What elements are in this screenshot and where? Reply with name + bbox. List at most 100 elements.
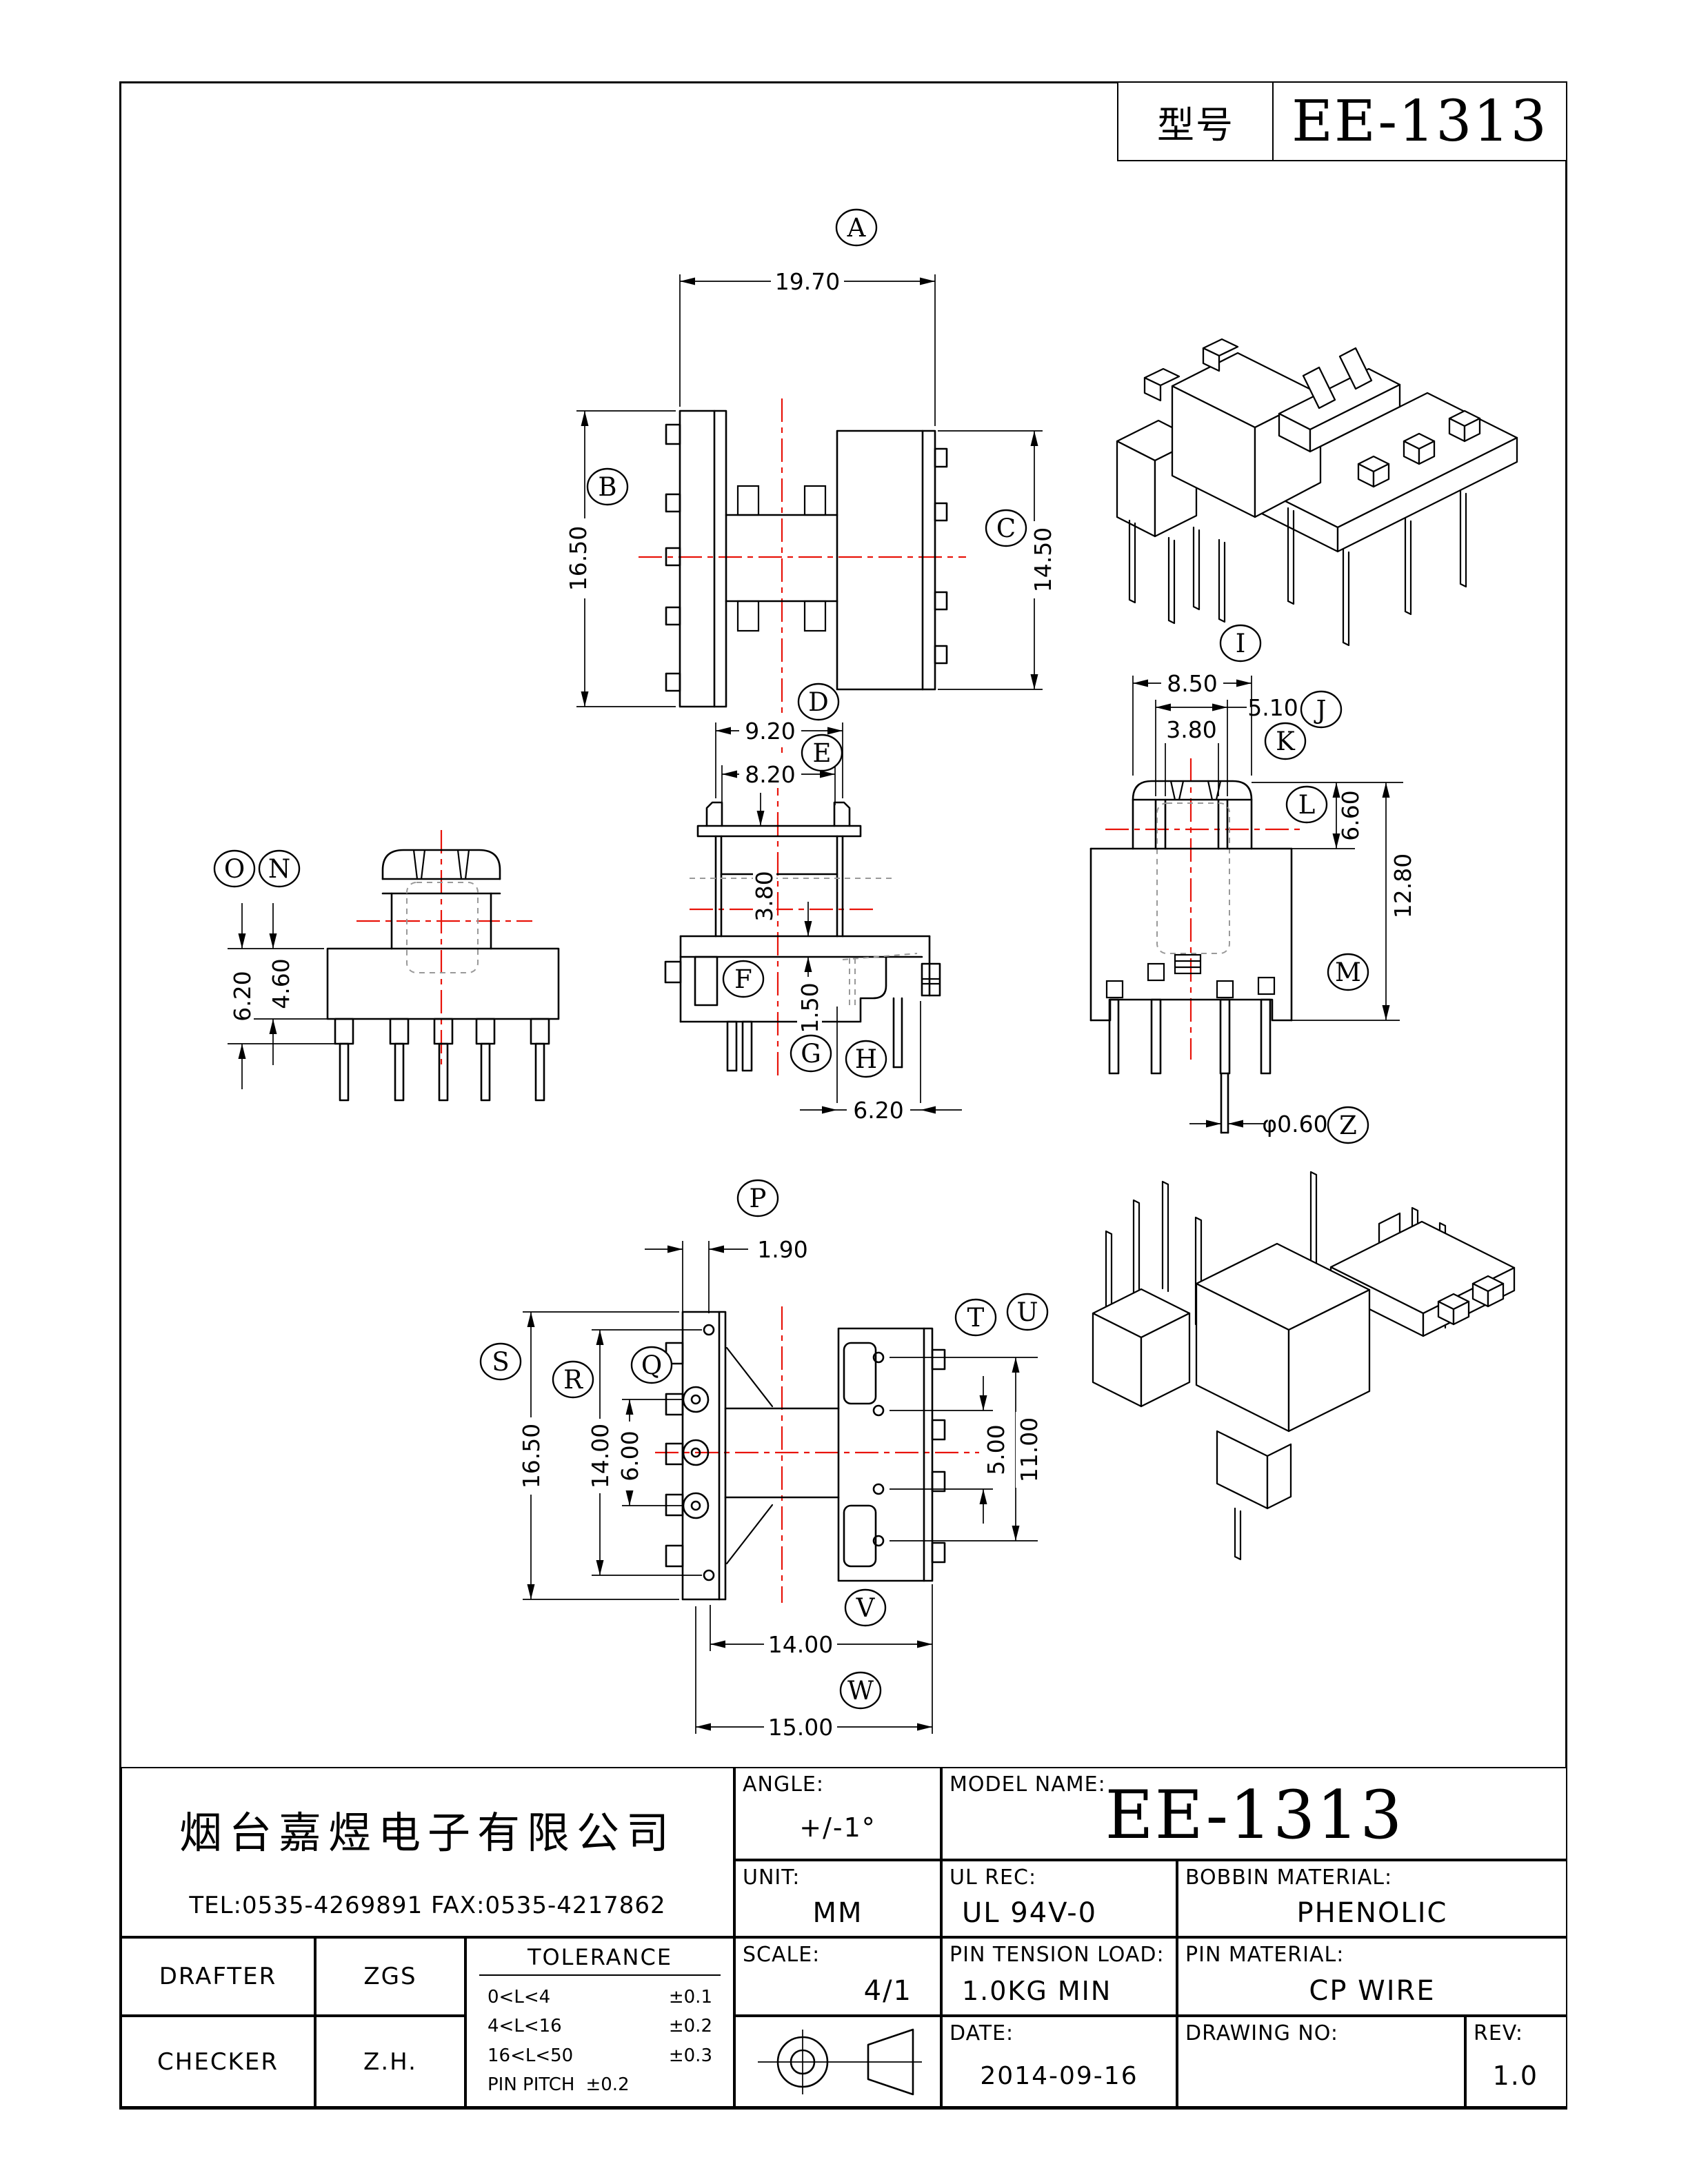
bobbin-material-label: BOBBIN MATERIAL: bbox=[1185, 1866, 1393, 1890]
dim-bottom-right-inner: 5.00 bbox=[983, 1424, 1009, 1475]
tolerance-range: 0<L<4 bbox=[488, 1987, 551, 2008]
drawing-no-cell: DRAWING NO: bbox=[1177, 2016, 1465, 2107]
svg-text:M: M bbox=[1335, 958, 1361, 987]
model-name-label: MODEL NAME: bbox=[950, 1772, 1106, 1797]
balloon-k: K bbox=[1264, 722, 1307, 760]
svg-text:T: T bbox=[967, 1303, 985, 1333]
balloon-r: R bbox=[552, 1360, 594, 1399]
svg-text:K: K bbox=[1276, 727, 1296, 756]
dim-bottom-pitch: 6.00 bbox=[616, 1430, 643, 1481]
left-view: 6.20 4.60 O N bbox=[213, 830, 560, 1102]
angle-cell: ANGLE: +/-1° bbox=[734, 1767, 941, 1860]
bobbin-material-value: PHENOLIC bbox=[1296, 1897, 1448, 1929]
svg-text:G: G bbox=[801, 1039, 821, 1069]
company-cell: 烟台嘉煜电子有限公司 TEL:0535-4269891 FAX:0535-421… bbox=[121, 1767, 734, 1937]
balloon-a: A bbox=[835, 208, 878, 247]
balloon-l: L bbox=[1285, 785, 1328, 824]
svg-text:A: A bbox=[847, 213, 867, 243]
dim-top-height-right: 14.50 bbox=[1029, 527, 1056, 592]
drafter-cell: DRAFTER bbox=[121, 1937, 315, 2016]
svg-text:E: E bbox=[812, 738, 831, 768]
checker-value-cell: Z.H. bbox=[315, 2016, 465, 2107]
date-value: 2014-09-16 bbox=[980, 2061, 1138, 2090]
svg-text:D: D bbox=[808, 687, 829, 717]
balloon-t: T bbox=[954, 1298, 997, 1337]
ul-rec-label: UL REC: bbox=[950, 1866, 1037, 1890]
tolerance-row: 0<L<4 ±0.1 bbox=[488, 1987, 712, 2008]
tolerance-range: 16<L<50 bbox=[488, 2045, 574, 2066]
drafter-label: DRAFTER bbox=[159, 1963, 277, 1990]
svg-text:Q: Q bbox=[641, 1351, 662, 1380]
scale-cell: SCALE: 4/1 bbox=[734, 1937, 941, 2016]
svg-text:F: F bbox=[734, 964, 752, 994]
balloon-p: P bbox=[736, 1179, 779, 1217]
tolerance-row: 4<L<16 ±0.2 bbox=[488, 2016, 712, 2036]
dim-side-outer: 8.50 bbox=[1167, 670, 1217, 697]
balloon-d: D bbox=[797, 682, 840, 721]
dim-front-inner: 8.20 bbox=[745, 761, 795, 788]
drafter-value-cell: ZGS bbox=[315, 1937, 465, 2016]
balloon-f: F bbox=[722, 960, 765, 998]
checker-label: CHECKER bbox=[157, 2048, 279, 2076]
balloon-o: O bbox=[213, 849, 256, 888]
svg-text:H: H bbox=[855, 1044, 877, 1074]
dim-front-web: 3.80 bbox=[751, 871, 778, 921]
unit-cell: UNIT: MM bbox=[734, 1860, 941, 1937]
svg-text:N: N bbox=[268, 854, 290, 884]
side-view: 8.50 5.10 3.80 6.60 bbox=[1089, 624, 1416, 1144]
dim-left-deep: 6.20 bbox=[229, 971, 256, 1021]
rev-cell: REV: 1.0 bbox=[1465, 2016, 1567, 2107]
drawing-no-value bbox=[1178, 2045, 1464, 2106]
dim-side-mid: 5.10 bbox=[1247, 694, 1298, 721]
dim-bottom-height: 16.50 bbox=[518, 1424, 545, 1488]
svg-text:I: I bbox=[1236, 629, 1246, 658]
checker-cell: CHECKER bbox=[121, 2016, 315, 2107]
date-label: DATE: bbox=[950, 2021, 1014, 2045]
drafter-value: ZGS bbox=[363, 1963, 417, 1990]
dim-top-height-left: 16.50 bbox=[565, 526, 592, 591]
model-box-label: 型号 bbox=[1157, 103, 1234, 147]
balloon-v: V bbox=[844, 1588, 887, 1627]
pin-tension-cell: PIN TENSION LOAD: 1.0KG MIN bbox=[941, 1937, 1177, 2016]
date-cell: DATE: 2014-09-16 bbox=[941, 2016, 1177, 2107]
dim-side-upper: 6.60 bbox=[1337, 790, 1364, 840]
drawing-no-label: DRAWING NO: bbox=[1185, 2021, 1338, 2045]
balloon-g: G bbox=[790, 1034, 832, 1073]
svg-text:R: R bbox=[563, 1365, 583, 1395]
bottom-view: 1.90 16.50 14.00 6.00 bbox=[479, 1179, 1049, 1741]
checker-value: Z.H. bbox=[363, 2048, 417, 2076]
balloon-m: M bbox=[1327, 953, 1369, 991]
dim-side-total: 12.80 bbox=[1389, 853, 1416, 918]
sheet-border bbox=[119, 81, 1567, 2110]
pin-tension-value: 1.0KG MIN bbox=[962, 1975, 1112, 2006]
dim-bottom-row: 14.00 bbox=[587, 1424, 614, 1488]
model-box-value: EE-1313 bbox=[1292, 88, 1548, 154]
dim-bottom-span: 14.00 bbox=[768, 1631, 833, 1658]
dim-bottom-total: 15.00 bbox=[768, 1714, 833, 1741]
bobbin-material-cell: BOBBIN MATERIAL: PHENOLIC bbox=[1177, 1860, 1567, 1937]
svg-text:O: O bbox=[224, 854, 245, 884]
tolerance-value: ±0.3 bbox=[668, 2045, 712, 2066]
svg-text:V: V bbox=[856, 1593, 876, 1623]
model-box-label-cell: 型号 bbox=[1117, 81, 1274, 161]
svg-text:L: L bbox=[1298, 790, 1316, 820]
balloon-s: S bbox=[479, 1342, 522, 1381]
scale-value: 4/1 bbox=[863, 1974, 912, 2007]
balloon-n: N bbox=[258, 849, 301, 888]
angle-label: ANGLE: bbox=[743, 1772, 824, 1797]
scale-label: SCALE: bbox=[743, 1943, 821, 1967]
isometric-view-bottom bbox=[1092, 1171, 1516, 1561]
company-name: 烟台嘉煜电子有限公司 bbox=[179, 1807, 676, 1858]
pin-pitch-label: PIN PITCH bbox=[488, 2074, 575, 2095]
dim-front-span: 6.20 bbox=[853, 1097, 903, 1124]
balloon-q: Q bbox=[630, 1346, 673, 1384]
balloon-i: I bbox=[1219, 624, 1262, 663]
balloon-e: E bbox=[801, 734, 843, 772]
tolerance-range: 4<L<16 bbox=[488, 2016, 562, 2037]
balloon-c: C bbox=[985, 509, 1027, 547]
company-telfax: TEL:0535-4269891 FAX:0535-4217862 bbox=[189, 1891, 666, 1919]
unit-value: MM bbox=[812, 1897, 863, 1929]
svg-text:B: B bbox=[598, 472, 616, 502]
